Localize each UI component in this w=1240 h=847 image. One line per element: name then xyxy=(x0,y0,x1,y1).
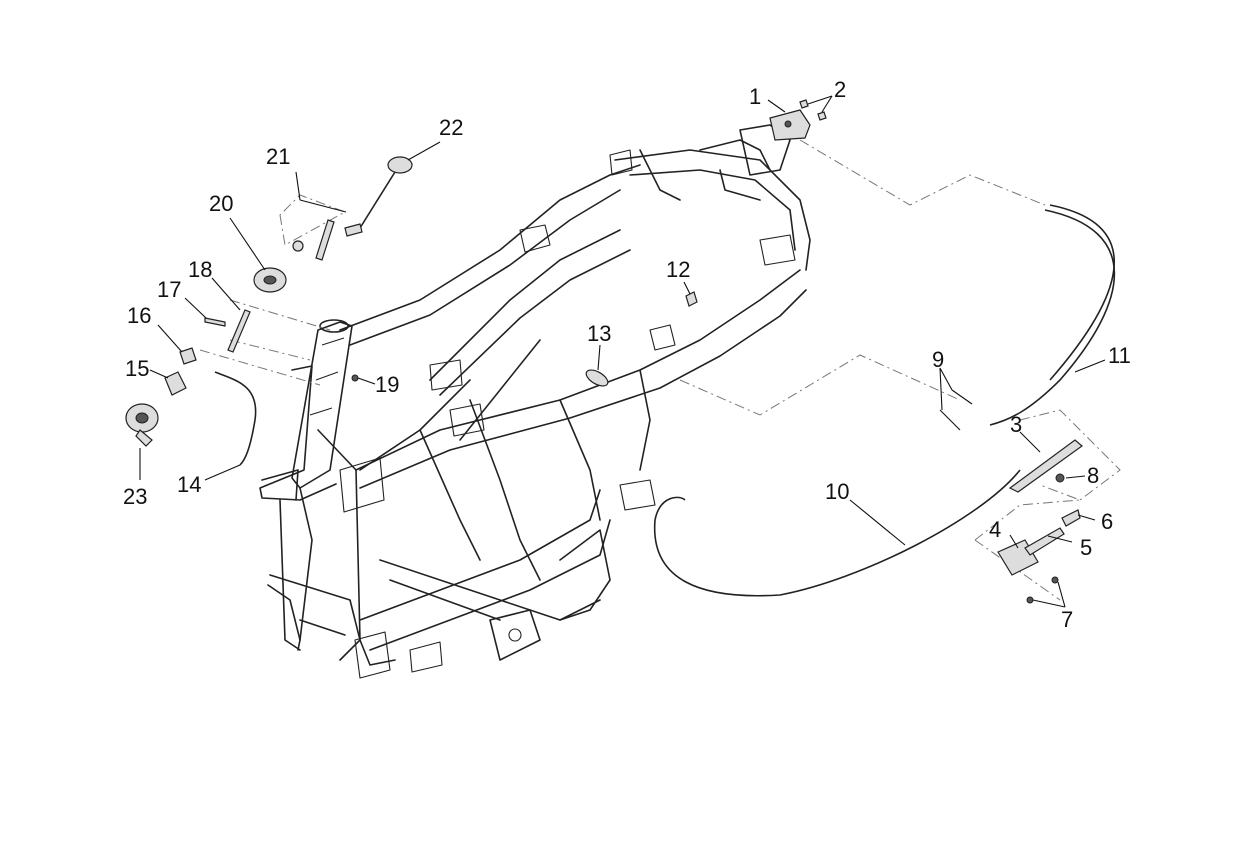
callout-19: 19 xyxy=(375,372,399,397)
callout-6: 6 xyxy=(1101,509,1113,534)
part-12-clip xyxy=(685,291,698,307)
part-7-nut-b xyxy=(1051,576,1059,584)
callout-7: 7 xyxy=(1061,607,1073,632)
part-23-horn xyxy=(125,403,159,447)
callout-15: 15 xyxy=(125,356,149,381)
part-9-rivets xyxy=(939,389,973,431)
callout-18: 18 xyxy=(188,257,212,282)
part-8-screw xyxy=(1055,473,1065,483)
callout-3: 3 xyxy=(1010,412,1022,437)
part-7-nut-a xyxy=(1026,596,1034,604)
part-15-bushing xyxy=(164,371,187,396)
assembly-dash-lines xyxy=(199,139,1121,601)
scooter-frame xyxy=(259,124,811,679)
callout-labels: 1 2 3 4 5 6 7 8 9 10 11 12 13 14 15 16 1… xyxy=(123,77,1131,632)
part-2-bolts xyxy=(799,99,827,121)
callout-21: 21 xyxy=(266,144,290,169)
part-13-grommet xyxy=(585,369,609,387)
part-11-cable xyxy=(989,209,1116,426)
callout-17: 17 xyxy=(157,277,181,302)
part-17-screw xyxy=(204,317,226,327)
part-18-bracket xyxy=(227,309,251,353)
callout-22: 22 xyxy=(439,115,463,140)
callout-2: 2 xyxy=(834,77,846,102)
part-1-bracket xyxy=(769,109,811,141)
part-5-shaft xyxy=(1024,527,1065,556)
callout-12: 12 xyxy=(666,257,690,282)
part-21-key-set xyxy=(292,219,335,261)
leader-lines xyxy=(139,95,1106,608)
part-19-pin xyxy=(351,374,359,382)
callout-14: 14 xyxy=(177,472,201,497)
callout-10: 10 xyxy=(825,479,849,504)
part-14-wire xyxy=(214,371,257,466)
callout-8: 8 xyxy=(1087,463,1099,488)
callout-5: 5 xyxy=(1080,535,1092,560)
callout-4: 4 xyxy=(989,517,1001,542)
callout-13: 13 xyxy=(587,321,611,346)
callout-9: 9 xyxy=(932,347,944,372)
callout-16: 16 xyxy=(127,303,151,328)
callout-1: 1 xyxy=(749,84,761,109)
callout-23: 23 xyxy=(123,484,147,509)
callout-20: 20 xyxy=(209,191,233,216)
callout-11: 11 xyxy=(1108,343,1131,368)
part-10-cable xyxy=(653,469,1021,597)
part-22-transponder xyxy=(344,156,413,237)
part-20-ignition-switch xyxy=(253,267,287,293)
part-3-lever xyxy=(1008,439,1083,493)
part-6-spring xyxy=(1061,509,1081,527)
part-16-cap xyxy=(179,347,197,365)
